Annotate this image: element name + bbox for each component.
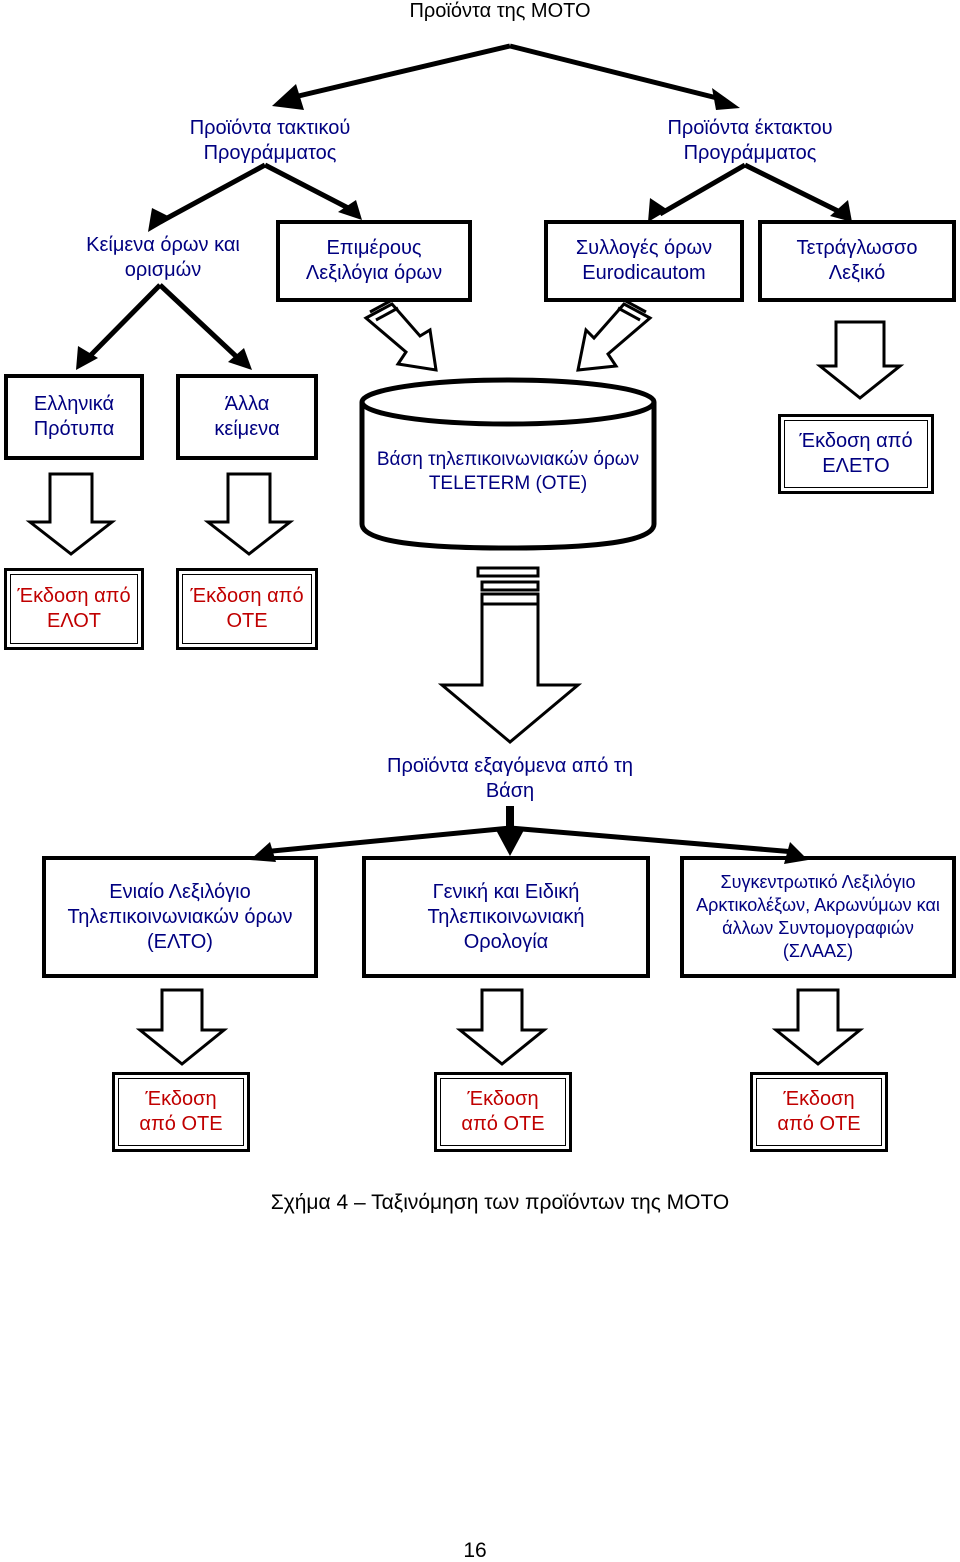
collections-label: Συλλογές όρων Eurodicautom [575,237,713,284]
regular-products-label: Προϊόντα τακτικού Προγράμματος [189,117,351,164]
general-terminology-box: Γενική και Ειδική Τηλεπικοινωνιακή Ορολο… [362,856,650,978]
unified-vocabulary-label: Ενιαίο Λεξιλόγιο Τηλεπικοινωνιακών όρων … [67,880,293,953]
ote-issue-label: Έκδοση από ΟΤΕ [190,585,304,632]
title: Προϊόντα της ΜΟΤΟ [409,0,591,22]
quadrilingual-label: Τετράγλωσσο Λεξικό [796,237,918,284]
eleto-issue-box: Έκδοση από ΕΛΕΤΟ [778,414,934,494]
greek-standards-label: Ελληνικά Πρότυπα [33,393,115,440]
central-vocabulary-label: Συγκεντρωτικό Λεξιλόγιο Αρκτικολέξων, Ακ… [696,872,940,961]
issue-c-label: Έκδοση από ΟΤΕ [777,1088,861,1135]
eleto-issue-label: Έκδοση από ΕΛΕΤΟ [799,430,913,477]
ote-issue-box: Έκδοση από ΟΤΕ [176,568,318,650]
unified-vocabulary-box: Ενιαίο Λεξιλόγιο Τηλεπικοινωνιακών όρων … [42,856,318,978]
elot-issue-box: Έκδοση από ΕΛΟΤ [4,568,144,650]
database-label: Βάση τηλεπικοινωνιακών όρων TELETERM (ΟΤ… [376,449,640,494]
quadrilingual-box: Τετράγλωσσο Λεξικό [758,220,956,302]
central-vocabulary-box: Συγκεντρωτικό Λεξιλόγιο Αρκτικολέξων, Ακ… [680,856,956,978]
db-products-label: Προϊόντα εξαγόμενα από τη Βάση [387,755,633,802]
terms-texts-label: Κείμενα όρων και ορισμών [86,234,240,281]
issue-b-label: Έκδοση από ΟΤΕ [461,1088,545,1135]
page-number: 16 [463,1539,487,1562]
other-texts-label: Άλλα κείμενα [214,393,280,440]
issue-c-box: Έκδοση από ΟΤΕ [750,1072,888,1152]
issue-a-box: Έκδοση από ΟΤΕ [112,1072,250,1152]
other-texts-box: Άλλα κείμενα [176,374,318,460]
general-terminology-label: Γενική και Ειδική Τηλεπικοινωνιακή Ορολο… [427,880,585,953]
issue-b-box: Έκδοση από ΟΤΕ [434,1072,572,1152]
emergency-products-label: Προϊόντα έκτακτου Προγράμματος [667,117,833,164]
partial-glossaries-label: Επιμέρους Λεξιλόγια όρων [305,237,443,284]
elot-issue-label: Έκδοση από ΕΛΟΤ [17,585,131,632]
figure-caption: Σχήμα 4 – Ταξινόμηση των προϊόντων της Μ… [270,1191,730,1214]
partial-glossaries-box: Επιμέρους Λεξιλόγια όρων [276,220,472,302]
collections-box: Συλλογές όρων Eurodicautom [544,220,744,302]
greek-standards-box: Ελληνικά Πρότυπα [4,374,144,460]
issue-a-label: Έκδοση από ΟΤΕ [139,1088,223,1135]
